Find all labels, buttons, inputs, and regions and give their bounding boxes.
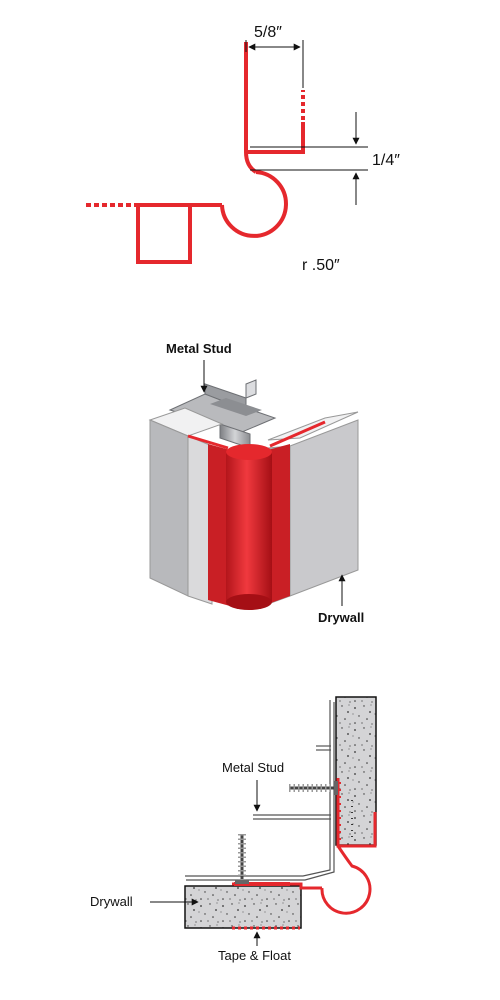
iso-drywall-left-side — [187, 435, 213, 605]
bead-profile-drawing: 5/8″ 1/4″ r .50″ — [86, 24, 400, 274]
section-label-drywall: Drywall — [90, 894, 133, 909]
section-drywall-horizontal — [184, 885, 302, 929]
section-label-tape-float: Tape & Float — [218, 948, 291, 963]
iso-label-drywall: Drywall — [318, 610, 364, 625]
profile-inner-return — [246, 122, 305, 154]
section-bead-bullnose — [320, 845, 372, 915]
isometric-view: Metal Stud Drywall — [148, 341, 364, 625]
screw-vertical — [235, 834, 249, 884]
iso-flange-right — [268, 444, 290, 604]
profile-bullnose — [220, 170, 288, 238]
profile-horizontal-flange — [136, 203, 222, 264]
iso-drywall-left-front — [149, 419, 189, 597]
iso-bullnose-tube — [226, 452, 272, 602]
dim-gap-label: 1/4″ — [372, 152, 400, 169]
dim-radius-label: r .50″ — [302, 257, 340, 274]
section-drywall-vertical — [335, 696, 377, 846]
iso-flange-left — [208, 444, 230, 606]
section-bead-vertical-flange — [336, 778, 377, 848]
dim-width-label: 5/8″ — [254, 24, 282, 41]
section-view: Metal Stud Drywall Tape & Float — [90, 696, 377, 963]
metal-stud-iso — [168, 379, 277, 449]
iso-drywall-right-front — [289, 419, 359, 597]
section-label-metal-stud: Metal Stud — [222, 760, 284, 775]
screw-horizontal — [289, 781, 338, 795]
iso-label-metal-stud: Metal Stud — [166, 341, 232, 356]
